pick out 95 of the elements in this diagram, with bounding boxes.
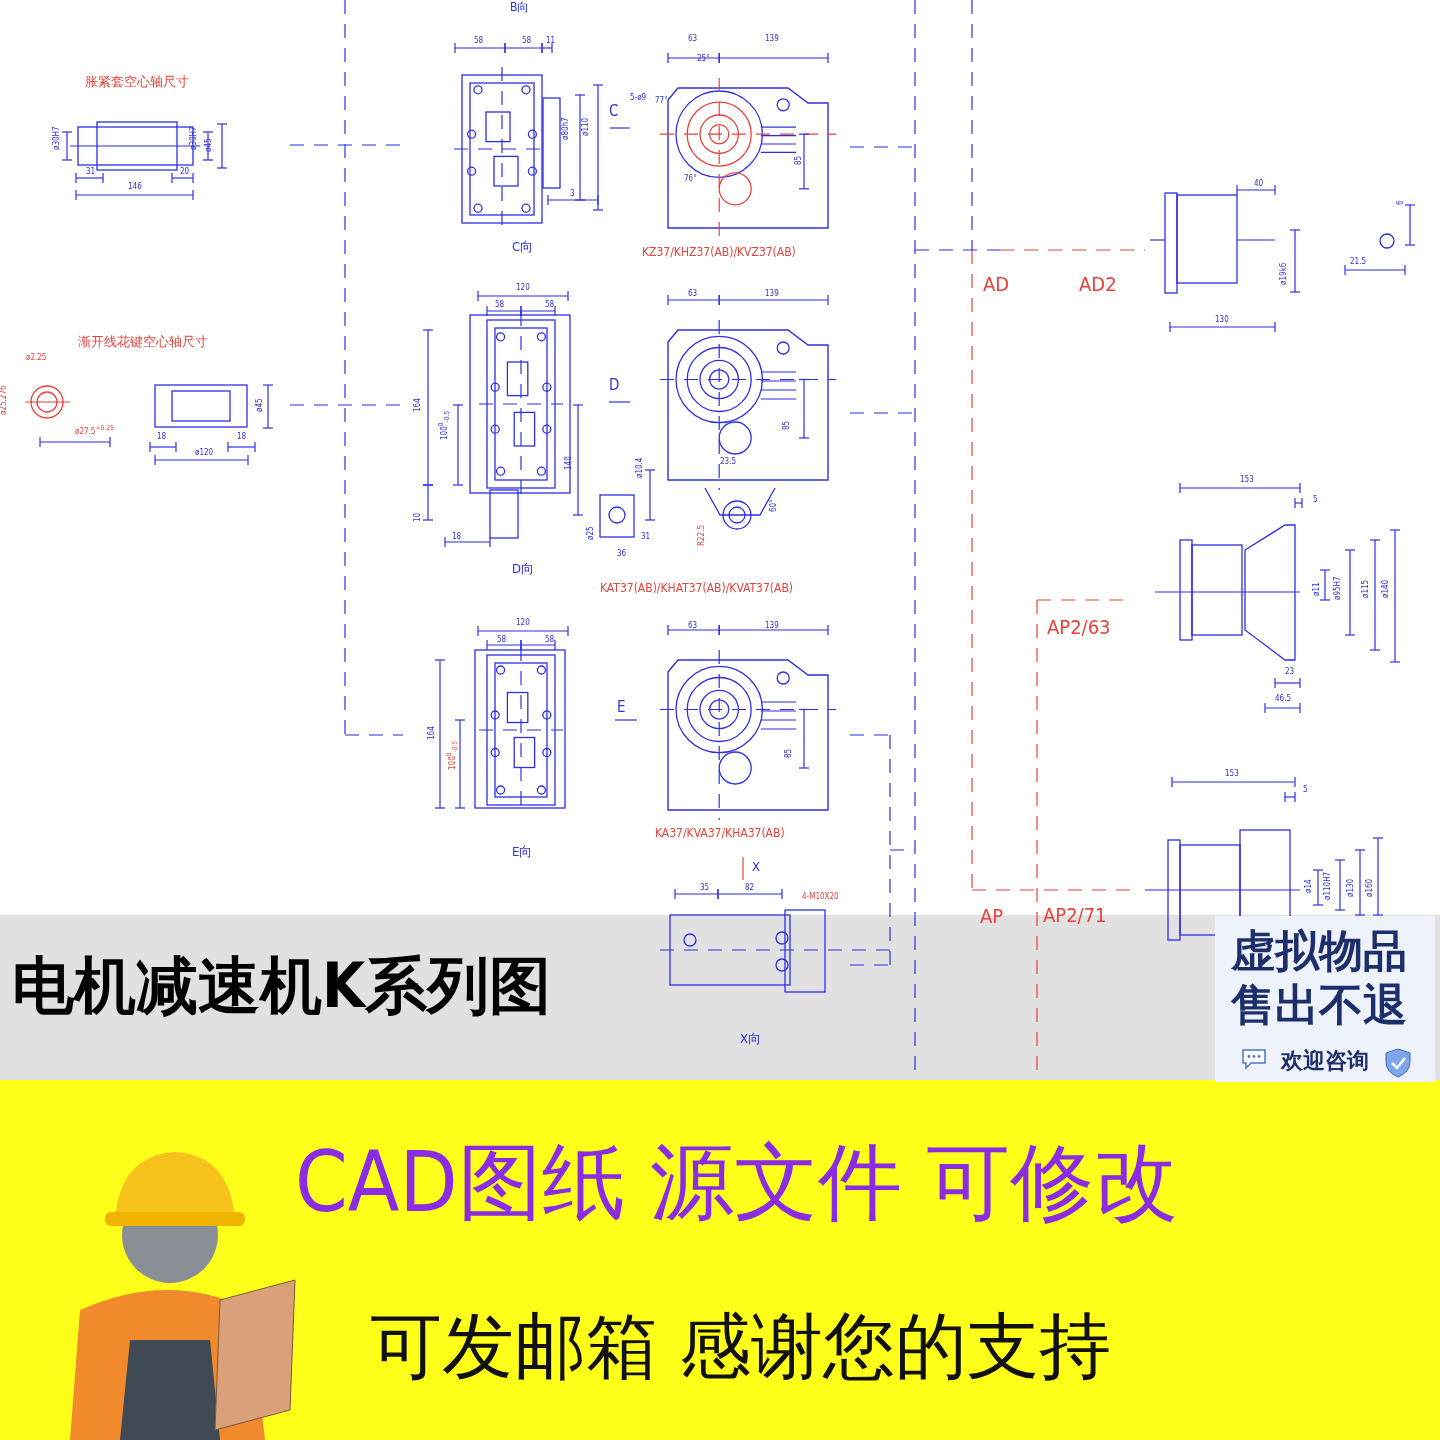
- adapter-label: AP: [980, 906, 1004, 926]
- banner-text: CAD图纸 源文件 可修改: [295, 1140, 1178, 1224]
- dimension-text: ø130: [1347, 878, 1355, 897]
- dimension-text: 58: [522, 37, 532, 45]
- dimension-text: 82: [745, 884, 755, 892]
- dimension-text: 63: [688, 290, 698, 298]
- section-heading: 渐开线花键空心轴尺寸: [78, 335, 208, 348]
- dimension-text: 146: [128, 183, 142, 191]
- dimension-text: ø140: [1382, 579, 1390, 598]
- dimension-text: 58: [497, 636, 507, 644]
- dimension-text: 153: [1225, 770, 1239, 778]
- dimension-text: ø11: [1313, 582, 1321, 596]
- dimension-text: 120: [516, 284, 530, 292]
- dimension-text: ø80h7: [562, 117, 570, 140]
- dimension-text: 164: [414, 398, 422, 412]
- dimension-text: 63: [688, 35, 698, 43]
- dimension-text: 120: [516, 619, 530, 627]
- dimension-text: 130: [1215, 316, 1229, 324]
- dimension-text: 21.5: [1350, 258, 1367, 266]
- dimension-text: ø2.25: [26, 354, 47, 362]
- dimension-text: 58: [545, 636, 555, 644]
- dimension-text: ø25.276: [0, 385, 8, 415]
- dimension-text: 18: [157, 433, 167, 441]
- dimension-text: 58: [474, 37, 484, 45]
- dimension-text: 10: [414, 512, 422, 522]
- dimension-text: ø120: [195, 449, 214, 457]
- dimension-text: ø19k6: [1280, 262, 1288, 285]
- dimension-text: 153: [1240, 476, 1254, 484]
- dimension-text: 5-ø9: [630, 94, 647, 102]
- dimension-text: ø95H7: [1334, 576, 1342, 600]
- dimension-text: 77°: [655, 97, 668, 105]
- dimension-text: 3: [570, 190, 575, 198]
- dimension-text: R22.5: [698, 524, 706, 546]
- dimension-text: 5: [1313, 496, 1318, 504]
- dimension-text: ø115: [1362, 579, 1370, 598]
- adapter-label: AD: [983, 274, 1010, 294]
- dimension-text: 18: [452, 533, 462, 541]
- dimension-text: 36: [617, 550, 627, 558]
- dimension-text: 4-M10X20: [802, 893, 839, 901]
- dimension-text: 60°: [770, 499, 778, 512]
- dimension-text: 58: [495, 301, 505, 309]
- dimension-text: 31: [641, 533, 651, 541]
- dimension-text: 76°: [684, 175, 697, 183]
- view-arrow-label: C: [609, 104, 619, 119]
- dimension-text: ø110H7: [1324, 871, 1332, 900]
- dimension-text: 139: [765, 622, 779, 630]
- dimension-text: 23: [1285, 668, 1295, 676]
- dimension-text: 18: [237, 433, 247, 441]
- dimension-text: 164: [428, 726, 436, 740]
- dimension-text: ø10.4: [636, 457, 644, 478]
- badge-text: 虚拟物品售出不退: [1231, 924, 1408, 1032]
- view-label: B向: [510, 1, 530, 13]
- dimension-text: 63: [688, 622, 698, 630]
- dimension-text: 85: [783, 420, 791, 430]
- dimension-text: ø14: [1305, 879, 1313, 893]
- dimension-text: 6: [1397, 200, 1405, 205]
- dimension-text: 23.5: [720, 458, 737, 466]
- view-arrow-label: E: [617, 700, 626, 715]
- dimension-text: 58: [545, 301, 555, 309]
- view-label: E向: [512, 845, 533, 858]
- dimension-text: 139: [765, 35, 779, 43]
- dimension-text: 35: [700, 884, 710, 892]
- title: 电机减速机K系列图: [12, 955, 552, 1017]
- dimension-text: ø25: [587, 526, 595, 540]
- dimension-text: ø45: [205, 138, 213, 152]
- dimension-text: ø27.5$^{+0.25}$: [75, 425, 114, 436]
- dimension-text: 5: [1303, 786, 1308, 794]
- dimension-text: ø160: [1366, 878, 1374, 897]
- adapter-label: AD2: [1079, 274, 1117, 294]
- banner-text: 可发邮箱 感谢您的支持: [370, 1310, 1111, 1382]
- dimension-text: 139: [765, 290, 779, 298]
- dimension-text: 11: [546, 37, 556, 45]
- dimension-text: 85: [785, 748, 793, 758]
- dimension-text: ø30H7: [53, 126, 61, 150]
- view-arrow-label: X: [752, 860, 760, 873]
- dimension-text: ø110: [582, 117, 590, 136]
- model-label: KA37/KVA37/KHA37(AB): [655, 827, 785, 839]
- dimension-text: 25°: [697, 55, 710, 63]
- badge-text: 欢迎咨询: [1281, 1050, 1369, 1072]
- view-label: C向: [512, 240, 534, 253]
- view-label: X向: [740, 1032, 761, 1045]
- dimension-text: 85: [795, 155, 803, 165]
- adapter-label: AP2/63: [1047, 617, 1111, 637]
- dimension-text: 140: [565, 456, 573, 470]
- dimension-text: 40: [1254, 180, 1264, 188]
- dimension-text: ø45: [256, 398, 264, 412]
- section-heading: 胀紧套空心轴尺寸: [85, 75, 189, 88]
- view-label: D向: [512, 562, 534, 575]
- dimension-text: 31: [86, 168, 96, 176]
- dimension-text: 46.5: [1275, 695, 1292, 703]
- model-label: KAT37(AB)/KHAT37(AB)/KVAT37(AB): [600, 582, 793, 594]
- view-arrow-label: D: [609, 378, 620, 393]
- adapter-label: AP2/71: [1043, 905, 1107, 925]
- model-label: KZ37/KHZ37(AB)/KVZ37(AB): [642, 246, 796, 258]
- dimension-text: 20: [180, 168, 190, 176]
